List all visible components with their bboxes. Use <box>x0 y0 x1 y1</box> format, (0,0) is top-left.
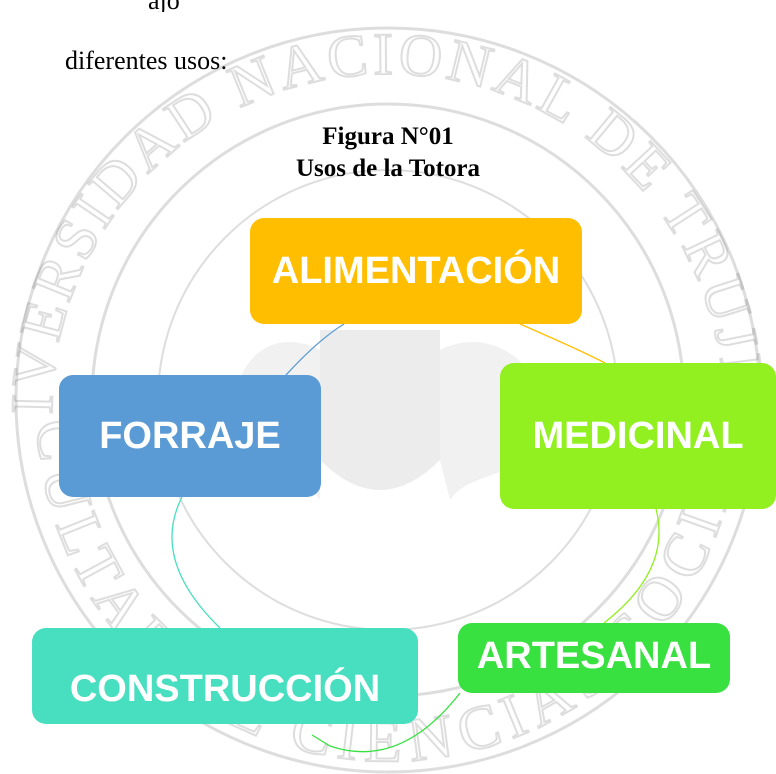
connector-alimentacion-medicinal <box>519 323 606 364</box>
partial-top-line-text: ajo <box>148 0 180 12</box>
node-alimentacion: ALIMENTACIÓN <box>250 218 582 324</box>
connector-construccion-forraje <box>171 496 221 629</box>
figure-title: Usos de la Totora <box>295 155 481 182</box>
figure-number: Figura N°01 <box>322 123 454 150</box>
node-medicinal: MEDICINAL <box>500 363 776 509</box>
connector-medicinal-artesanal <box>603 508 660 624</box>
partial-top-line: ajo <box>148 0 368 12</box>
node-artesanal: ARTESANAL <box>458 623 730 693</box>
node-construccion: CONSTRUCCIÓN <box>32 628 418 724</box>
intro-text: diferentes usos: <box>65 46 228 75</box>
connector-artesanal-construccion <box>311 692 461 753</box>
node-forraje: FORRAJE <box>59 375 321 497</box>
connector-forraje-alimentacion <box>285 323 345 376</box>
